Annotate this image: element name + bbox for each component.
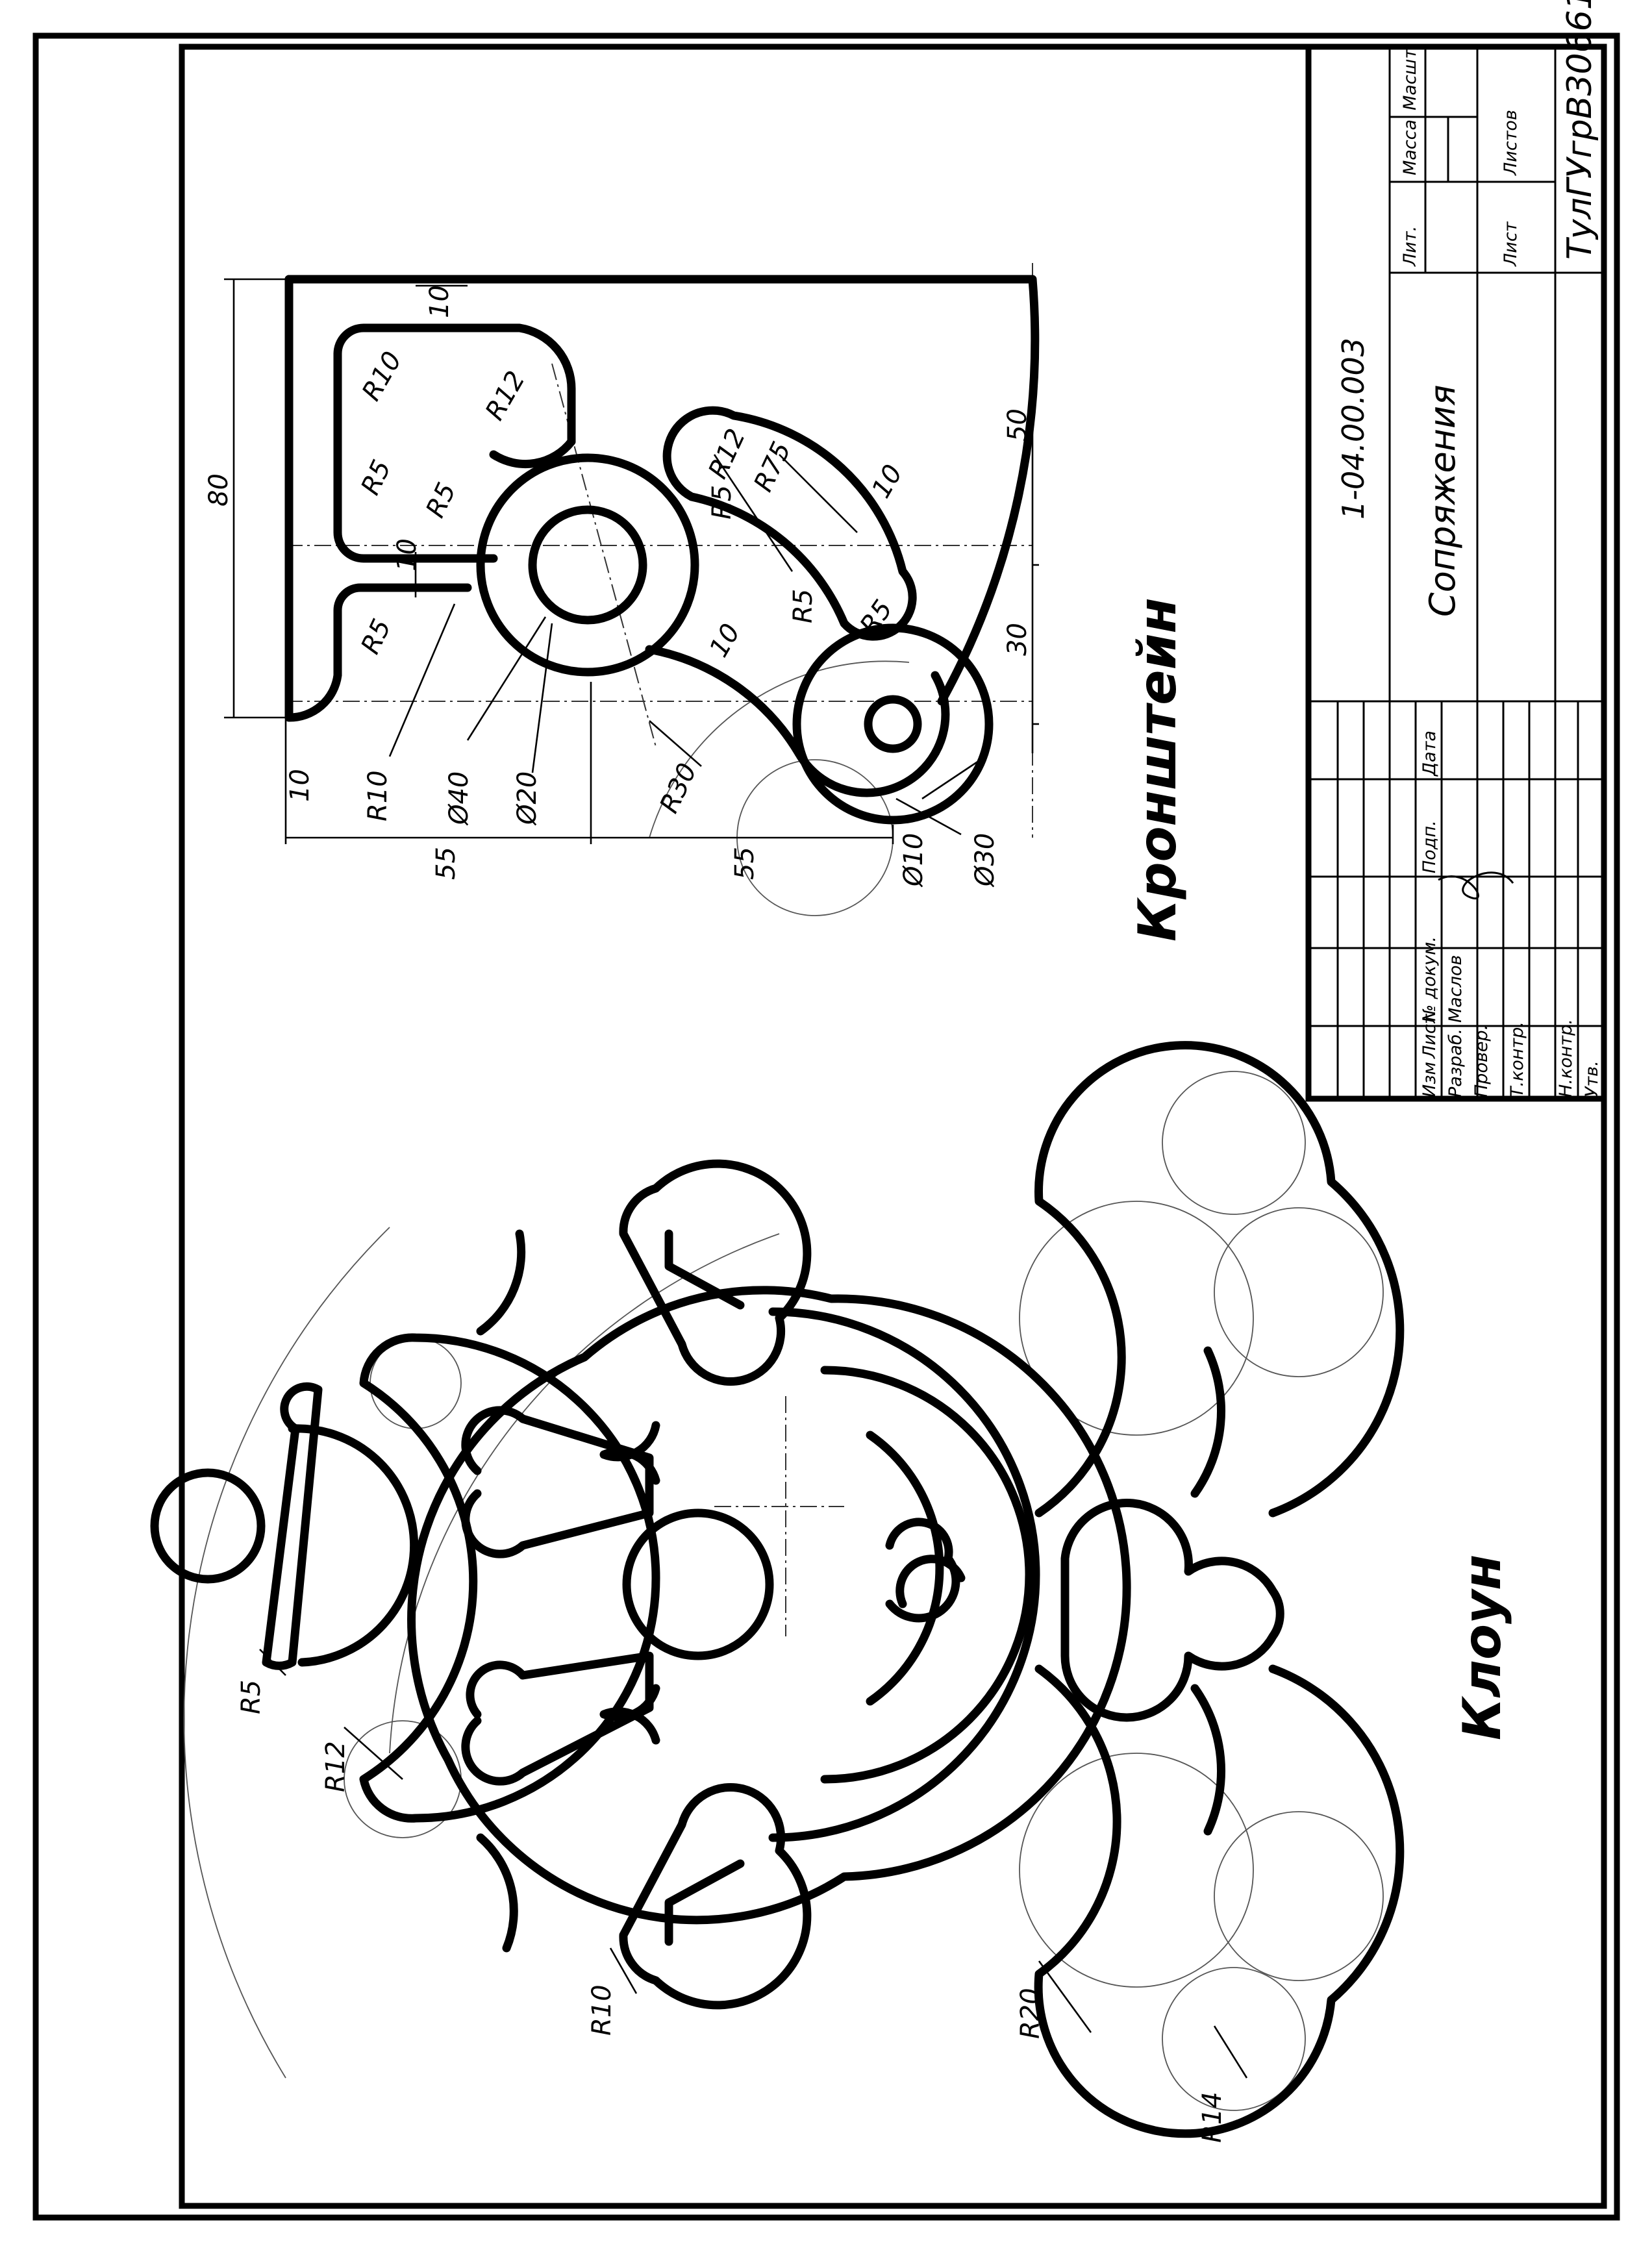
title-block-sheets: Листов: [1501, 110, 1521, 176]
clown-dimension-lines: [259, 1649, 1248, 2079]
title-block-row-dev: Разраб.: [1446, 1029, 1466, 1097]
bow-right-lobe: [1034, 1664, 1405, 2138]
title-block: 1-04.00.003 Сопряжения ТулГУгрВ30661 Лит…: [1305, 0, 1607, 1102]
clown-outline: [150, 1041, 1405, 2138]
outer-mouth-curve: [768, 1307, 1040, 1842]
dim-r10-clown: R10: [587, 1984, 617, 2036]
bracket-dimension-lines: [224, 278, 1039, 844]
dim-55-b: 55: [730, 847, 760, 880]
dim-r5-e: R5: [788, 589, 818, 623]
drawing-frame: [32, 32, 1620, 2221]
title-block-name: Сопряжения: [1422, 384, 1463, 617]
dim-r5-d: R5: [707, 485, 737, 519]
dim-r12-b: R12: [703, 424, 751, 483]
title-block-dev-name: Маслов: [1446, 955, 1466, 1023]
right-ear: [619, 1782, 812, 2010]
dim-r10-b: R10: [363, 770, 393, 821]
dim-dia20: Ø20: [512, 771, 542, 826]
dim-r5-clown: R5: [236, 1680, 266, 1714]
bracket-drawing: 80 10 R10 R12 R5 R5 10 R5 R12 R75 10 50 …: [204, 263, 1040, 916]
right-cheek-swirl: [599, 1684, 660, 1745]
dim-r12-clown: R12: [321, 1741, 351, 1792]
dim-r75: R75: [748, 437, 797, 496]
bow-left-lobe: [1034, 1041, 1405, 1518]
inner-mouth-curve: [820, 1366, 1034, 1784]
dim-30: 30: [1003, 623, 1032, 656]
dim-dia40: Ø40: [444, 771, 474, 826]
dim-10-slot: 10: [704, 619, 746, 662]
dim-50: 50: [1003, 408, 1032, 442]
title-block-sheet: Лист: [1501, 221, 1521, 267]
dim-10-top: 10: [425, 285, 455, 318]
title-block-header-izm: Изм: [1420, 1062, 1440, 1097]
title-block-row-check: Провер.: [1471, 1025, 1492, 1097]
dim-r20-clown: R20: [1016, 1988, 1045, 2039]
title-block-header-list: Лист: [1420, 1013, 1440, 1059]
bracket-outline: [284, 275, 1040, 825]
left-ear: [619, 1159, 812, 1386]
title-block-header-date: Дата: [1420, 731, 1440, 777]
clown-dimension-labels: R5 R12 R10 R20 R14: [236, 1680, 1227, 2143]
dim-r30: R30: [654, 758, 703, 818]
bow-knot: [1060, 1499, 1284, 1722]
title-block-scale: Масшт.: [1400, 43, 1420, 110]
title-clown: Клоун: [1452, 1555, 1512, 1740]
signature-icon: [1438, 871, 1514, 900]
dim-55-a: 55: [431, 847, 461, 880]
dim-80: 80: [204, 473, 234, 506]
dim-dia30: Ø30: [970, 833, 1000, 888]
dim-10-mid: 10: [392, 538, 422, 571]
dim-r10: R10: [357, 347, 408, 406]
title-block-code: 1-04.00.003: [1336, 338, 1371, 519]
clown-construction-lines: [183, 1071, 1384, 2111]
left-eye-shape: [461, 1406, 654, 1558]
hat-brim: [262, 1382, 323, 1670]
title-block-row-approve: Утв.: [1582, 1060, 1602, 1097]
right-eye-shape: [461, 1651, 654, 1786]
smile: [866, 1431, 944, 1706]
title-block-organization: ТулГУгрВ30661: [1560, 0, 1599, 260]
dim-r14-clown: R14: [1197, 2092, 1227, 2143]
title-block-header-doc: № докум.: [1420, 936, 1440, 1024]
dim-r5-a: R5: [355, 456, 397, 500]
dim-r5-b: R5: [420, 479, 462, 523]
hat-band: [359, 1333, 660, 1823]
title-block-row-ncontrol: Н.контр.: [1556, 1019, 1576, 1097]
nose: [622, 1508, 774, 1660]
title-bracket: Кронштейн: [1127, 597, 1188, 942]
clown-head: [407, 1286, 1131, 1925]
dim-r5-c: R5: [355, 615, 397, 659]
dim-10-left: 10: [285, 769, 315, 802]
title-block-row-tcontrol: Т.контр.: [1507, 1021, 1527, 1097]
dim-r12-a: R12: [480, 366, 531, 425]
title-block-mass: Масса: [1400, 119, 1420, 175]
clown-drawing: R5 R12 R10 R20 R14: [150, 1041, 1405, 2143]
dim-dia10: Ø10: [899, 833, 929, 888]
hat-pompom: [150, 1468, 266, 1584]
title-block-lit: Лит.: [1400, 226, 1420, 267]
title-block-header-sign: Подп.: [1420, 820, 1440, 873]
left-cheek-swirl: [599, 1421, 660, 1485]
